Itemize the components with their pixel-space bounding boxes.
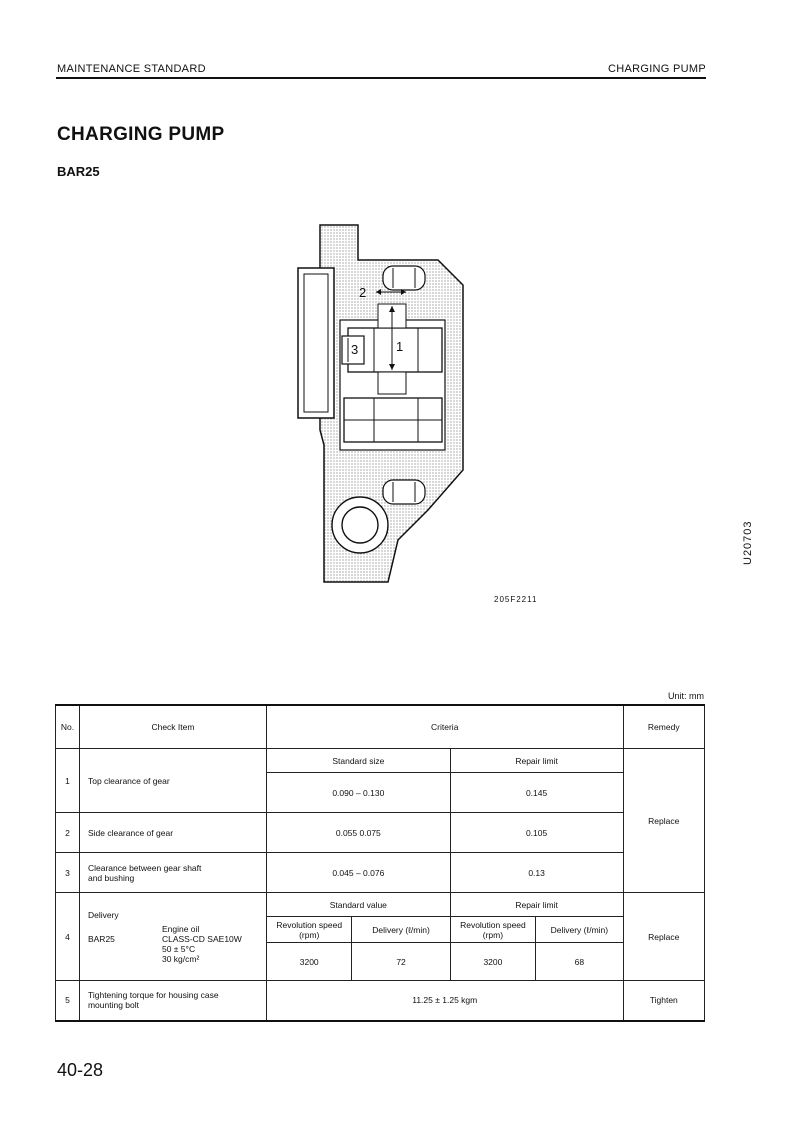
row4-cond-oil: Engine oil [161,923,200,934]
remedy-replace: Replace [622,748,706,893]
label-2: 2 [359,285,366,300]
header-section-label: MAINTENANCE STANDARD [57,63,206,75]
row2-item: Side clearance of gear [78,812,267,853]
row1-repair-limit: 0.145 [449,772,624,813]
mounting-hole [341,506,379,544]
row1-no: 1 [55,748,80,813]
label-1: 1 [396,339,403,354]
row4-std-rev: 3200 [265,942,353,981]
row5-no: 5 [55,980,80,1022]
row5-item-line2: mounting bolt [87,1000,140,1011]
row5-item-line1: Tightening torque for housing case [87,990,219,1001]
row4-cond-class: CLASS-CD SAE10W [161,933,242,944]
row4-cond-pressure: 30 kg/cm² [161,953,200,964]
figure-code: 205F2211 [494,595,538,604]
row1-standard-size: 0.090 – 0.130 [265,772,451,813]
page-number: 40-28 [57,1060,104,1080]
row3-repair-limit: 0.13 [449,852,624,893]
row5-remedy: Tighten [622,980,706,1022]
row3-item: Clearance between gear shaft and bushing [78,852,267,893]
row4-std-rev-head: Revolution speed (rpm) [265,916,353,943]
row2-repair-limit: 0.105 [449,812,624,853]
page-title: CHARGING PUMP [57,124,225,145]
row1-item: Top clearance of gear [78,748,267,813]
row1-standard-size-head: Standard size [265,748,451,773]
row3-item-line2: and bushing [87,872,135,883]
row4-item: Delivery BAR25 Engine oil CLASS-CD SAE10… [78,892,267,981]
row2-standard-size: 0.055 0.075 [265,812,451,853]
row3-no: 3 [55,852,80,893]
row4-remedy: Replace [622,892,706,981]
row4-rep-rev-head: Revolution speed (rpm) [449,916,537,943]
row5-criteria: 11.25 ± 1.25 kgm [265,980,624,1022]
row4-item-title: Delivery [87,909,119,920]
header-chapter-label: CHARGING PUMP [607,63,706,75]
row4-rep-rev: 3200 [449,942,537,981]
unit-label: Unit: mm [668,691,704,701]
row4-rep-del-head: Delivery (ℓ/min) [535,916,624,943]
row3-item-line1: Clearance between gear shaft [87,862,202,873]
label-3: 3 [351,342,358,357]
side-document-code: U20703 [742,520,754,565]
header-no: No. [55,704,80,749]
row4-cond-temp: 50 ± 5°C [161,943,196,954]
cover-plate [297,267,335,419]
row1-repair-limit-head: Repair limit [449,748,624,773]
maintenance-standard-table: No. Check Item Criteria Remedy 1 Top cle… [55,704,706,1022]
row5-item: Tightening torque for housing case mount… [78,980,267,1022]
header-check-item: Check Item [78,704,267,749]
row4-std-del: 72 [351,942,451,981]
upper-bushing [382,265,426,291]
pump-cross-section-diagram: 2 1 3 [297,224,464,583]
page-subtitle: BAR25 [57,164,100,179]
row3-standard-size: 0.045 – 0.076 [265,852,451,893]
lower-bushing [382,479,426,505]
row4-no: 4 [55,892,80,981]
header-rule [56,77,706,79]
row4-rep-del: 68 [535,942,624,981]
row4-standard-value-head: Standard value [265,892,451,917]
row4-model: BAR25 [87,933,115,944]
header-remedy: Remedy [622,704,706,749]
row4-std-del-head: Delivery (ℓ/min) [351,916,451,943]
row4-repair-limit-head: Repair limit [449,892,624,917]
header-criteria: Criteria [265,704,624,749]
row2-no: 2 [55,812,80,853]
